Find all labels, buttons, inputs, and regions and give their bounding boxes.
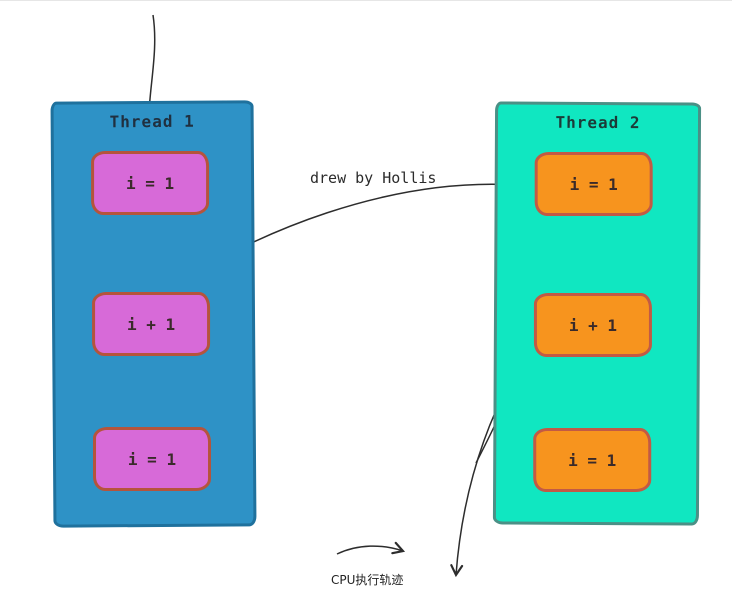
- legend-arrow: [336, 541, 406, 555]
- thread2-panel: Thread 2 i = 1 i + 1 i = 1: [492, 101, 702, 526]
- thread1-title: Thread 1: [109, 111, 195, 132]
- thread1-panel: Thread 1 i = 1 i + 1 i = 1: [50, 100, 257, 528]
- thread1-box-top: i = 1: [91, 151, 210, 216]
- thread1-box-bottom: i = 1: [93, 427, 212, 492]
- thread2-box-middle: i + 1: [533, 292, 652, 357]
- legend-cpu-trace-label: CPU执行轨迹: [331, 573, 404, 587]
- thread1-box-middle: i + 1: [92, 292, 211, 357]
- thread2-box-top: i = 1: [534, 151, 653, 216]
- thread2-box-bottom: i = 1: [533, 427, 652, 492]
- annotation-drew-by-hollis: drew by Hollis: [310, 169, 437, 187]
- thread2-title: Thread 2: [555, 112, 641, 133]
